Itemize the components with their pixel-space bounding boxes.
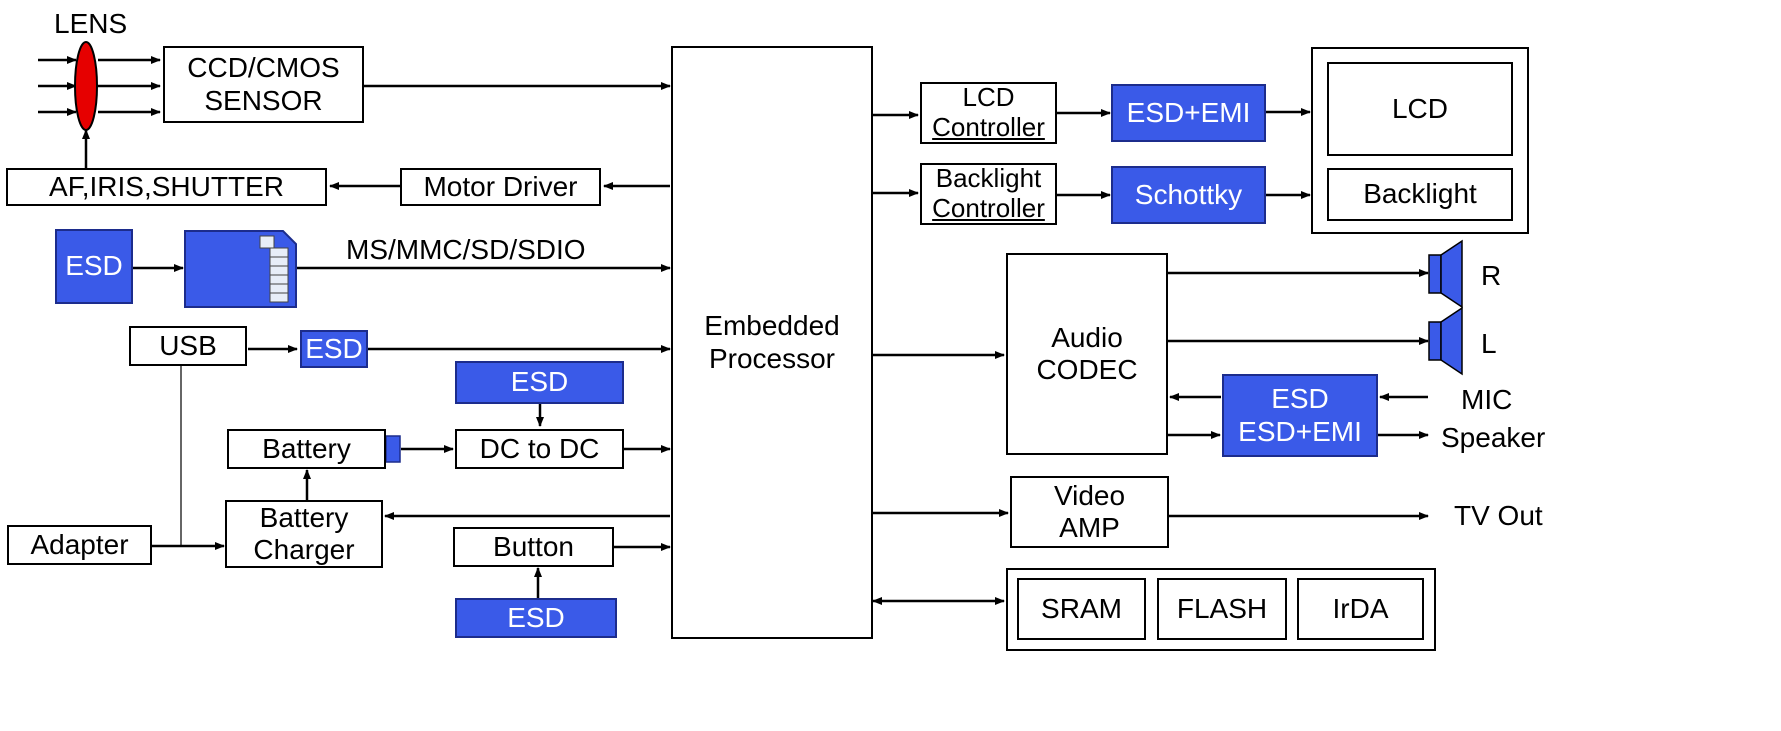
audio-codec-line2: CODEC (1036, 354, 1138, 385)
adapter-block: Adapter (7, 525, 152, 565)
backlight-controller-line1: Backlight (935, 163, 1042, 194)
processor-line1: Embedded (704, 310, 840, 342)
button-esd-block: ESD (455, 598, 617, 638)
card-esd-block: ESD (55, 229, 133, 304)
right-speaker-label: R (1481, 260, 1502, 291)
lcd-block: LCD (1327, 62, 1513, 156)
lens-label: LENS (54, 8, 128, 39)
af-iris-shutter-block: AF,IRIS,SHUTTER (6, 168, 327, 206)
battery-block: Battery (227, 429, 386, 469)
processor-line2: Processor (708, 342, 836, 374)
irda-block: IrDA (1297, 578, 1424, 640)
lcd-esd-emi-block: ESD+EMI (1111, 84, 1266, 142)
button-block: Button (453, 527, 614, 567)
audio-codec-line1: Audio (1051, 321, 1123, 353)
lcd-controller-line2: Controller (932, 112, 1045, 142)
sensor-line1: CCD/CMOS (187, 52, 340, 84)
lens-icon (74, 41, 98, 131)
video-amp-line2: AMP (1059, 512, 1120, 543)
usb-block: USB (129, 326, 247, 366)
video-amp-line1: Video (1053, 479, 1126, 511)
sd-card-icon (184, 230, 297, 308)
motor-driver-block: Motor Driver (400, 168, 601, 206)
dc-to-dc-block: DC to DC (455, 429, 624, 469)
speaker-out-label: Speaker (1441, 422, 1546, 453)
flash-block: FLASH (1157, 578, 1287, 640)
audio-esd-line1: ESD (1271, 383, 1329, 415)
backlight-block: Backlight (1327, 168, 1513, 221)
tv-out-label: TV Out (1454, 500, 1543, 531)
sensor-line2: SENSOR (204, 84, 323, 116)
battery-terminal-icon (385, 435, 401, 463)
mic-label: MIC (1461, 384, 1513, 415)
schottky-block: Schottky (1111, 166, 1266, 224)
backlight-controller-line2: Controller (932, 193, 1045, 223)
left-speaker-label: L (1481, 328, 1497, 359)
left-speaker-icon (1428, 306, 1463, 376)
right-speaker-icon (1428, 239, 1463, 309)
sram-block: SRAM (1017, 578, 1146, 640)
usb-esd-block: ESD (300, 330, 368, 368)
dcdc-esd-block: ESD (455, 361, 624, 404)
charger-line1: Battery (259, 501, 349, 533)
audio-esd-line2: ESD+EMI (1238, 415, 1362, 447)
card-bus-label: MS/MMC/SD/SDIO (346, 234, 586, 265)
lcd-controller-line1: LCD (962, 82, 1015, 113)
charger-line2: Charger (253, 534, 355, 565)
